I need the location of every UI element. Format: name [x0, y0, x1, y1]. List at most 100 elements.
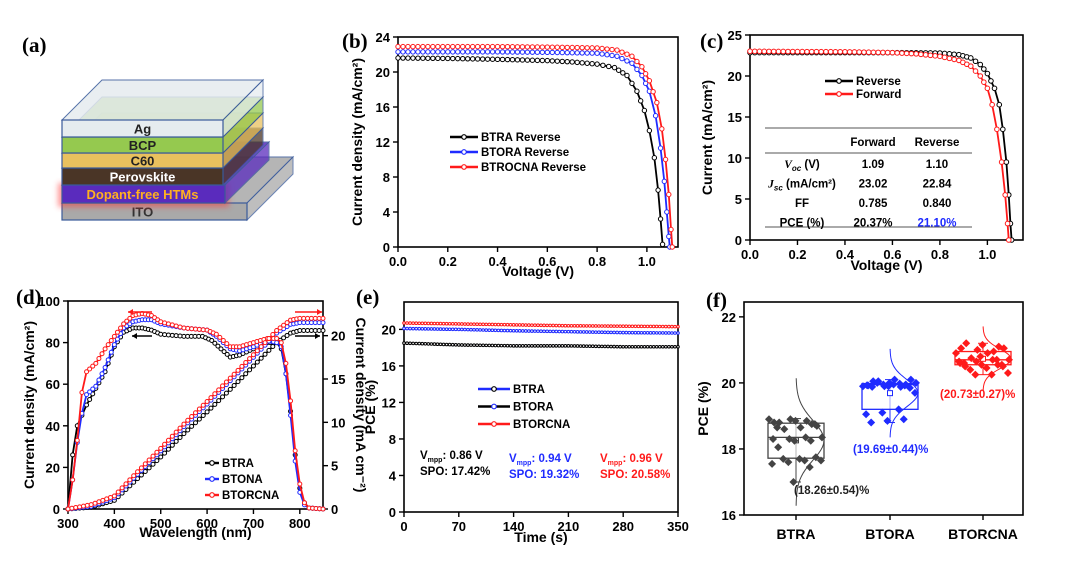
data-point — [511, 344, 516, 348]
y2-tick-label: 5 — [331, 459, 338, 474]
data-point — [894, 50, 900, 56]
data-point — [894, 405, 903, 414]
data-point — [415, 43, 421, 50]
data-point — [564, 44, 570, 51]
x-tick-label: 600 — [196, 516, 218, 531]
data-point — [274, 340, 280, 346]
data-point — [472, 343, 476, 347]
vmpp-label: Vmpp: 0.94 V — [509, 453, 572, 467]
data-point — [247, 367, 253, 373]
x-tick-label: 0.2 — [788, 247, 806, 262]
data-point — [880, 49, 886, 56]
data-point — [221, 349, 227, 355]
data-point — [181, 431, 187, 437]
data-point — [520, 344, 525, 348]
data-point — [405, 49, 411, 55]
data-point — [508, 328, 513, 333]
data-point — [569, 50, 575, 56]
data-point — [548, 323, 552, 328]
data-point — [165, 446, 171, 452]
row-label-main: PCE (%) — [780, 218, 825, 230]
data-point — [842, 49, 848, 55]
data-point — [563, 323, 568, 328]
data-point — [284, 320, 290, 326]
data-point — [455, 43, 461, 50]
data-point — [600, 62, 606, 68]
data-point — [575, 344, 580, 348]
data-point — [618, 324, 622, 328]
data-point — [181, 421, 187, 427]
spo-value: SPO: 19.32% — [509, 469, 579, 481]
legend-marker — [461, 164, 467, 170]
reverse-value: 1.10 — [926, 159, 948, 171]
data-point — [905, 383, 914, 392]
data-point — [542, 323, 546, 328]
data-point — [519, 44, 526, 50]
data-point — [932, 53, 938, 59]
x-tick-label: 210 — [558, 519, 580, 534]
data-point — [415, 55, 421, 61]
data-point — [612, 324, 616, 328]
data-point — [906, 375, 915, 384]
row-label-main: J — [767, 179, 775, 191]
data-point — [460, 343, 464, 347]
data-point — [432, 327, 437, 331]
box-btora: BTORA(19.69±0.44)% — [853, 348, 928, 542]
data-point — [657, 331, 662, 335]
legend-entry: BTRA — [205, 458, 254, 470]
y-tick-label: 15 — [728, 110, 742, 125]
data-point — [606, 63, 612, 70]
data-point — [619, 49, 625, 55]
data-point — [135, 476, 141, 482]
data-point — [851, 49, 858, 55]
right-axis-arrow-head — [315, 333, 320, 339]
data-point — [212, 401, 218, 407]
data-point — [790, 436, 799, 445]
data-point — [217, 334, 223, 340]
data-point — [150, 453, 156, 459]
data-point — [231, 383, 237, 388]
data-point — [642, 330, 647, 335]
row-label: Voc (V) — [784, 159, 820, 173]
data-point — [99, 351, 105, 357]
y-axis-title: Current density (mA/cm²) — [349, 58, 365, 226]
data-point — [457, 343, 461, 347]
data-point — [509, 57, 516, 63]
legend-marker — [461, 149, 467, 155]
x-tick-label: 0.0 — [741, 247, 759, 262]
legend-label: BTRA — [513, 384, 545, 396]
data-point — [131, 473, 137, 479]
data-point — [514, 344, 519, 348]
y-axis-title: Current (mA/cm²) — [699, 80, 715, 195]
data-point — [173, 429, 179, 435]
data-point — [937, 53, 943, 60]
data-point — [99, 371, 105, 377]
data-point — [572, 323, 577, 328]
data-point — [408, 326, 412, 331]
data-point — [619, 55, 625, 62]
x-tick-label: 0.6 — [883, 247, 901, 262]
data-point — [575, 324, 580, 328]
data-point — [563, 329, 568, 334]
data-point — [80, 503, 86, 509]
table-header: Forward — [850, 137, 895, 149]
box-btra: BTRA(18.26±0.54)% — [765, 378, 869, 542]
data-point — [425, 43, 431, 50]
data-point — [657, 344, 662, 349]
data-point — [673, 324, 677, 329]
data-point — [423, 327, 428, 331]
data-point — [971, 370, 980, 379]
data-point — [554, 323, 559, 328]
data-point — [618, 344, 622, 349]
data-point — [808, 48, 815, 55]
data-point — [651, 155, 658, 161]
data-point — [430, 49, 436, 55]
data-point — [426, 321, 431, 326]
data-point — [799, 48, 806, 55]
data-point — [908, 50, 915, 57]
data-point — [208, 395, 214, 401]
data-point — [189, 414, 195, 420]
layer-label: Dopant-free HTMs — [87, 187, 199, 202]
data-point — [581, 330, 586, 334]
